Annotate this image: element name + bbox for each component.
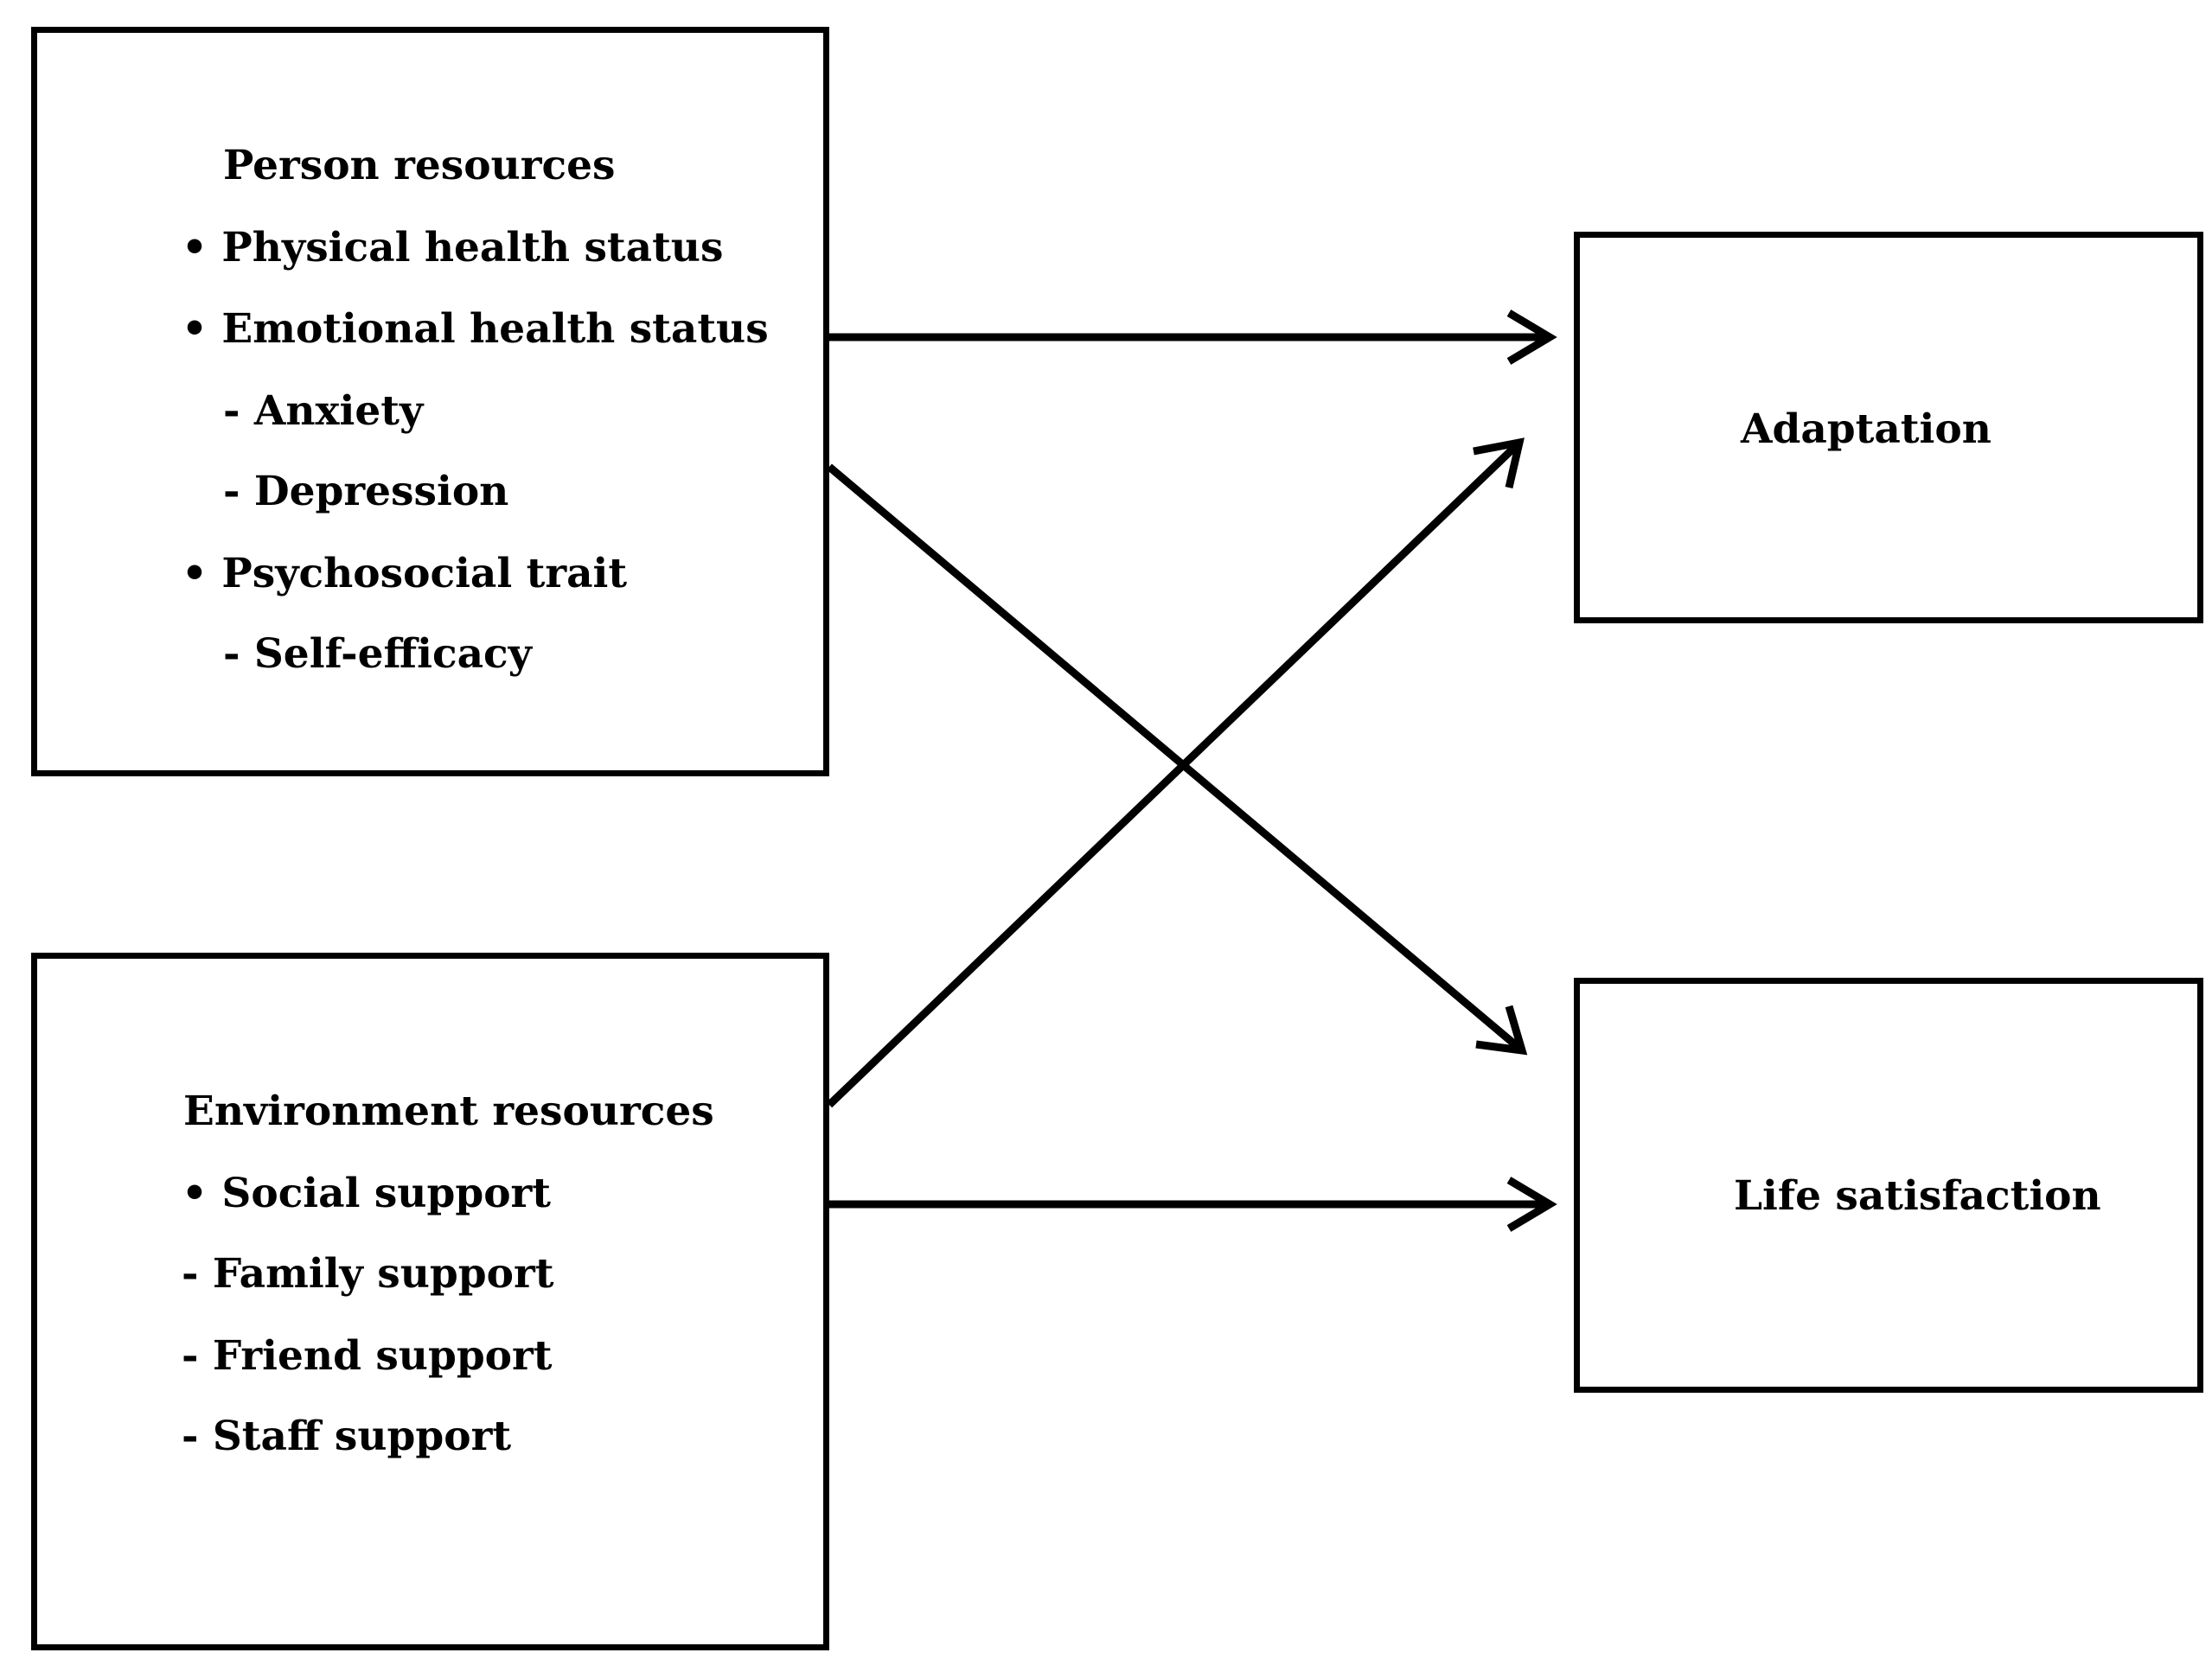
person-item-physical-health: • Physical health status xyxy=(182,224,724,271)
life-satisfaction-box xyxy=(1574,978,2203,1393)
person-item-psychosocial-trait: • Psychosocial trait xyxy=(182,550,628,597)
adaptation-label: Adaptation xyxy=(1741,405,1991,453)
environment-item-family-support: - Family support xyxy=(182,1250,554,1298)
arrow-environment-to-adaptation xyxy=(826,437,1525,1108)
person-item-self-efficacy: - Self-efficacy xyxy=(223,630,532,678)
environment-resources-title: Environment resources xyxy=(183,1088,714,1135)
environment-item-social-support: • Social support xyxy=(182,1170,552,1217)
arrow-environment-to-life-satisfaction xyxy=(829,1177,1557,1232)
arrow-person-to-life-satisfaction xyxy=(827,463,1528,1056)
arrow-person-to-adaptation xyxy=(829,309,1557,365)
person-item-emotional-health: • Emotional health status xyxy=(182,305,769,353)
person-resources-title: Person resources xyxy=(223,142,616,189)
environment-resources-box xyxy=(31,953,829,1650)
environment-item-staff-support: - Staff support xyxy=(182,1413,512,1460)
person-resources-box xyxy=(31,27,829,776)
adaptation-box xyxy=(1574,232,2203,623)
person-item-depression: - Depression xyxy=(223,468,509,515)
environment-item-friend-support: - Friend support xyxy=(182,1332,553,1380)
life-satisfaction-label: Life satisfaction xyxy=(1734,1172,2101,1220)
person-item-anxiety: - Anxiety xyxy=(223,387,424,435)
